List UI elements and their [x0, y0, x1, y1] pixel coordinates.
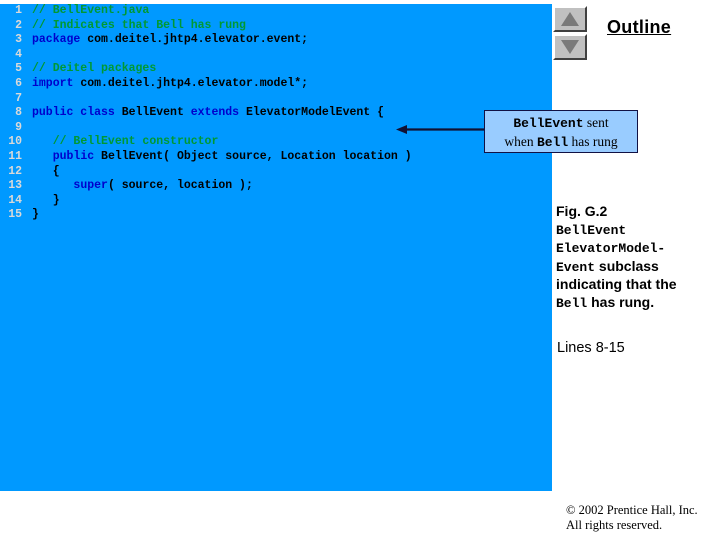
code-token: com.deitel.jhtp4.elevator.model*; [73, 76, 309, 90]
code-token: } [52, 193, 60, 207]
code-line: 9 [0, 121, 552, 136]
line-number: 11 [8, 149, 22, 163]
code-line: 2 // Indicates that Bell has rung [0, 19, 552, 34]
line-number: 1 [15, 4, 22, 17]
line-number: 14 [8, 193, 22, 207]
code-line: 4 [0, 48, 552, 63]
callout-box: BellEvent sent when Bell has rung [484, 110, 638, 153]
line-number: 8 [15, 106, 22, 120]
callout-code-bell: Bell [536, 135, 569, 150]
code-text: // Deitel packages [32, 62, 156, 77]
callout-text-when: when [504, 134, 537, 149]
figure-text-subclass: subclass [595, 257, 659, 274]
code-token: com.deitel.jhtp4.elevator.event; [80, 33, 309, 47]
line-number: 12 [8, 164, 22, 178]
scroll-up-button[interactable] [553, 6, 587, 32]
code-lines: 1 // BellEvent.java 2 // Indicates that Bel… [0, 4, 552, 223]
code-text: import com.deitel.jhtp4.elevator.model*; [32, 77, 308, 92]
lines-note: Lines 8-15 [557, 340, 625, 356]
code-line: 7 [0, 92, 552, 107]
code-line: 10 // BellEvent constructor [0, 135, 552, 150]
code-listing-panel: 1 // BellEvent.java 2 // Indicates that Bel… [0, 4, 552, 491]
copyright-footer: © 2002 Prentice Hall, Inc. All rights re… [566, 503, 720, 532]
code-text: public class BellEvent extends ElevatorM… [32, 106, 384, 121]
line-number: 6 [15, 76, 22, 90]
code-token: // Indicates that Bell has rung [32, 18, 246, 32]
figure-code-elevatormodel: ElevatorModel- [556, 241, 666, 256]
triangle-down-icon [561, 40, 579, 54]
code-token: ElevatorModelEvent { [239, 106, 384, 120]
code-token: } [32, 208, 39, 222]
line-number: 3 [15, 33, 22, 47]
code-token: extends [190, 106, 240, 120]
callout-line-2: when Bell has rung [485, 133, 637, 152]
code-text: } [32, 208, 39, 223]
code-text: // BellEvent constructor [32, 135, 219, 150]
line-number: 2 [15, 18, 22, 32]
code-token: // Deitel packages [32, 62, 157, 76]
line-number: 4 [15, 47, 22, 61]
code-text: // Indicates that Bell has rung [32, 19, 246, 34]
code-line: 11 public BellEvent( Object source, Loca… [0, 150, 552, 165]
code-token: ( source, location ); [107, 179, 253, 193]
code-line: 6 import com.deitel.jhtp4.elevator.model*… [0, 77, 552, 92]
triangle-up-icon [561, 12, 579, 26]
scroll-down-button[interactable] [553, 34, 587, 60]
code-line: 1 // BellEvent.java [0, 4, 552, 19]
scroll-button-group [553, 6, 587, 62]
code-token: package [32, 33, 81, 47]
figure-label: Fig. G.2 [556, 203, 608, 219]
figure-caption: Fig. G.2 BellEvent ElevatorModel- Event … [556, 203, 720, 312]
figure-code-event: Event [556, 259, 596, 275]
code-text: package com.deitel.jhtp4.elevator.event; [32, 33, 308, 48]
code-text: { [32, 165, 60, 180]
code-token: // BellEvent.java [32, 4, 150, 17]
figure-code-bellevent: BellEvent [556, 222, 627, 238]
code-token: public class [32, 106, 115, 120]
code-token: import [32, 76, 74, 90]
code-line: 8 public class BellEvent extends Elevator… [0, 106, 552, 121]
code-line: 12 { [0, 165, 552, 180]
line-number: 7 [15, 91, 22, 105]
outline-title: Outline [607, 17, 672, 37]
figure-text-hasrung: has rung. [587, 293, 655, 310]
code-line: 15} [0, 208, 552, 223]
callout-code-bellevent: BellEvent [513, 116, 584, 131]
line-number: 13 [8, 179, 22, 193]
code-text: super( source, location ); [32, 179, 253, 194]
line-number: 5 [15, 62, 22, 76]
copyright-line-1: © 2002 Prentice Hall, Inc. [566, 503, 698, 517]
code-text: // BellEvent.java [32, 4, 149, 19]
code-line: 5 // Deitel packages [0, 62, 552, 77]
line-number: 10 [8, 135, 22, 149]
code-line: 13 super( source, location ); [0, 179, 552, 194]
callout-text-sent: sent [583, 115, 609, 130]
code-line: 14 } [0, 194, 552, 209]
code-token: BellEvent( Object source, Location locat… [94, 149, 412, 163]
callout-line-1: BellEvent sent [485, 114, 637, 133]
line-number: 9 [15, 120, 22, 134]
code-token: // BellEvent constructor [52, 135, 219, 149]
code-token: super [73, 179, 108, 193]
callout-text-hasrung: has rung [568, 134, 618, 149]
line-number: 15 [8, 208, 22, 222]
figure-text-indicating: indicating that the [556, 276, 677, 292]
code-text: } [32, 194, 60, 209]
code-token: BellEvent [114, 106, 191, 120]
copyright-line-2: All rights reserved. [566, 517, 663, 532]
figure-code-bell: Bell [556, 295, 588, 311]
callout-arrow-icon [396, 125, 488, 134]
code-line: 3 package com.deitel.jhtp4.elevator.event… [0, 33, 552, 48]
code-token: { [52, 164, 60, 178]
code-token: public [52, 149, 95, 163]
code-text: public BellEvent( Object source, Locatio… [32, 150, 412, 165]
